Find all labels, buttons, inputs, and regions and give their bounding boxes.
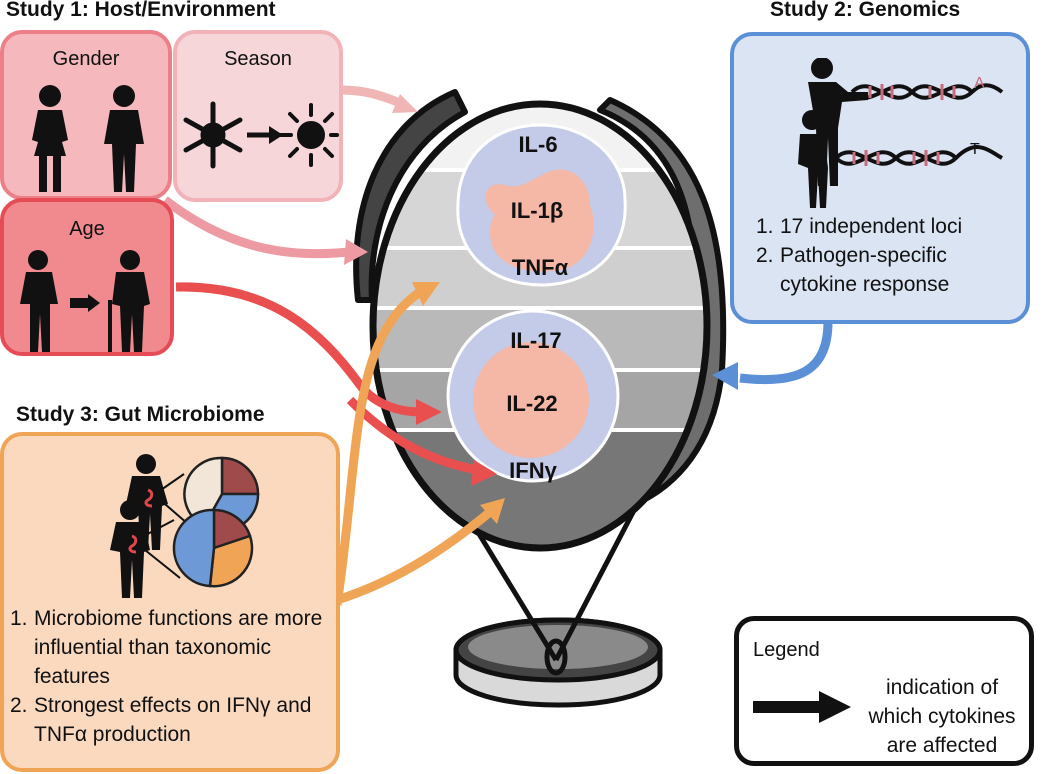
cytokine-label: IL-1β [510,198,564,223]
legend-box: Legend indication of which cytokines are… [734,616,1034,766]
winter-to-summer-icon [183,101,339,169]
arrow-age-il22 [175,282,421,417]
arrow-microbiome-tnfa [332,288,423,606]
gender-label: Gender [52,48,120,70]
season-label: Season [224,48,292,70]
sun-icon [279,103,339,167]
study2-title: Study 2: Genomics [770,0,961,21]
season-panel: Season [173,30,343,202]
legend-title: Legend [753,639,820,661]
cytokine-label: IL-22 [506,391,558,416]
snowflake-icon [183,101,243,169]
allele-a-label: A [974,75,985,92]
gender-panel: Gender [0,30,172,200]
genomics-findings: 1.17 independent loci 2.Pathogen-specifi… [756,212,1016,299]
genomics-icon: A T [798,58,1004,208]
top-cytokine-cluster [456,123,627,287]
allele-t-label: T [970,141,980,158]
arrow-gender [162,196,349,259]
cytokine-label: IL-17 [510,328,562,353]
microbiome-findings: 1.Microbiome functions are more influent… [10,604,330,749]
gender-people-icon [32,85,144,192]
finding-item: 2.Pathogen-specific cytokine response [756,244,950,296]
left-shell [353,89,468,303]
arrow-genomics [739,321,833,385]
finding-item: 1.Microbiome functions are more influent… [10,607,323,688]
arrow-season [339,85,402,108]
age-panel: Age [0,198,174,356]
pie-icon [172,508,254,588]
arrow-right-icon [269,126,283,144]
study3-title: Study 3: Gut Microbiome [16,403,265,426]
aging-people-icon [20,250,150,352]
bottom-cytokine-cluster [446,309,620,483]
cytokine-label: TNFα [511,255,569,280]
finding-item: 2.Strongest effects on IFNγ and TNFα pro… [10,694,312,746]
age-label: Age [69,218,105,240]
petri-dish [453,617,663,708]
legend-description: indication of which cytokines are affect… [868,676,1016,757]
study1-title: Study 1: Host/Environment [6,0,276,21]
arrow-microbiome-ifng [335,508,493,605]
genomics-panel: A T 1.17 independent loci 2.Pathogen-spe… [730,32,1030,324]
microbiome-icon [110,454,260,598]
cytokine-label: IFNγ [509,458,557,483]
legend-arrow-icon [753,691,851,723]
microbiome-panel: 1.Microbiome functions are more influent… [0,432,340,772]
cytokine-label: IL-6 [518,132,558,157]
finding-item: 1.17 independent loci [756,215,963,238]
